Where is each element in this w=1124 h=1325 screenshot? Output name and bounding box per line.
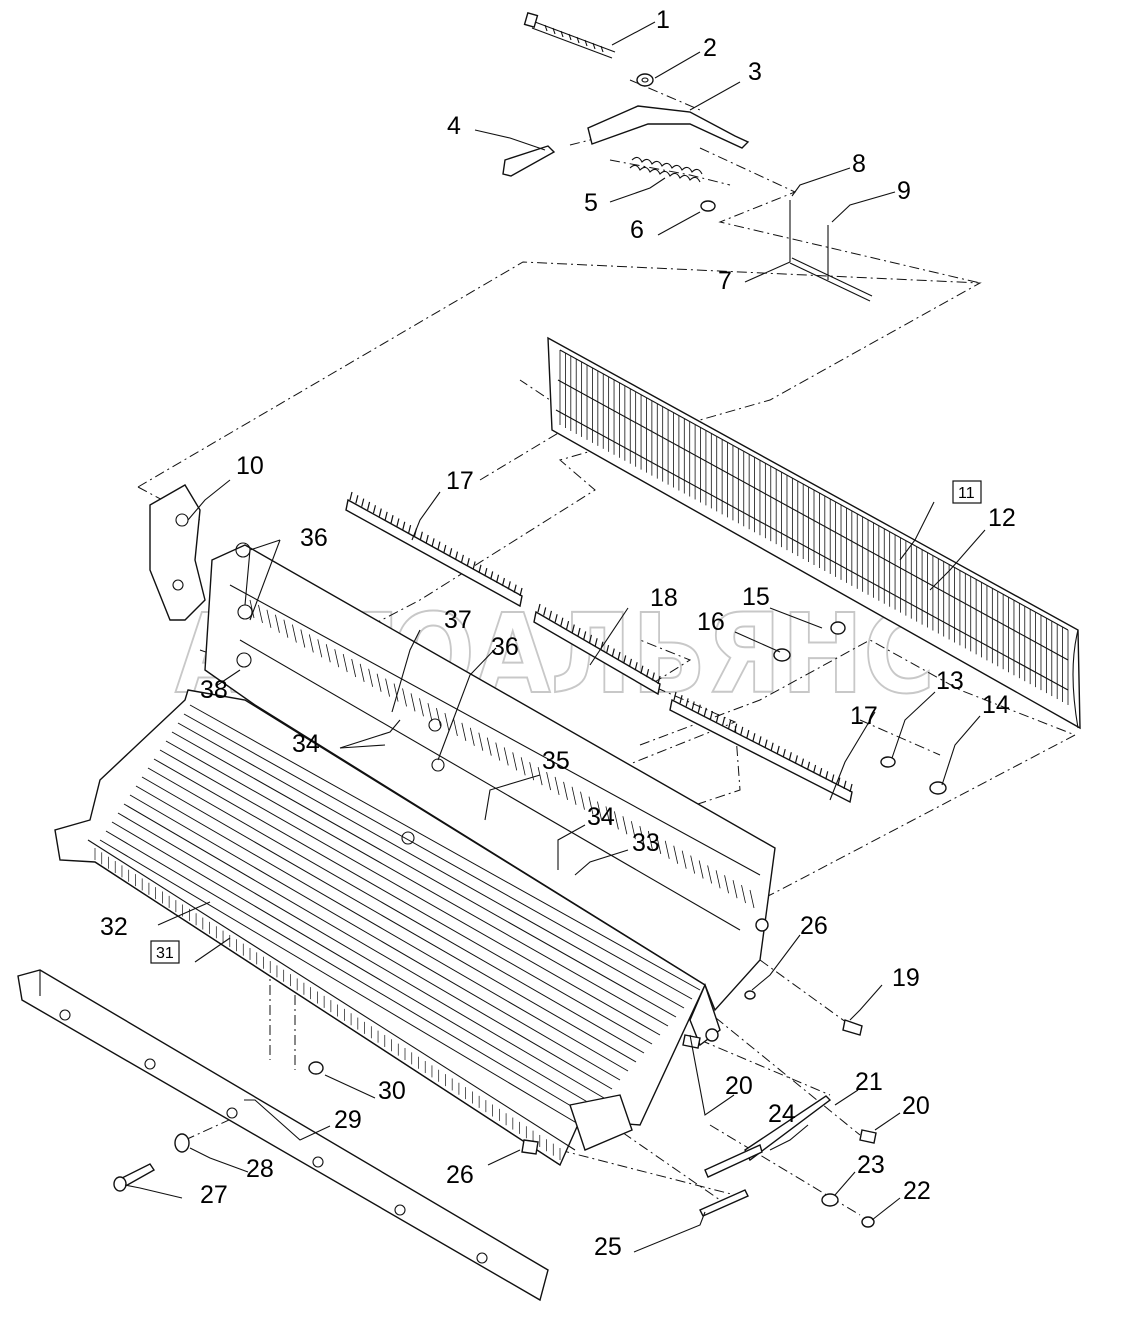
callout-labels: 1 2 3 4 5 6 7 8 9 10 11 12 13 14 15 16 1… [100,6,1016,1261]
leader-lines [124,21,986,1253]
spring [629,156,703,183]
callout-23: 23 [857,1151,885,1179]
callout-25: 25 [594,1233,622,1261]
washer [636,73,654,87]
callout-10: 10 [236,452,264,480]
callout-8: 8 [852,150,866,178]
callout-15: 15 [742,583,770,611]
lever [587,105,750,149]
callout-34a: 34 [292,730,320,758]
upper-sieve [547,336,1081,730]
callout-17a: 17 [446,467,474,495]
callout-26b: 26 [446,1161,474,1189]
callout-17b: 17 [850,702,878,730]
washer [174,1133,190,1153]
handle-grip [502,145,556,177]
callout-36a: 36 [300,524,328,552]
callout-5: 5 [584,189,598,217]
callout-31: 31 [156,945,174,962]
callout-21: 21 [855,1068,883,1096]
callout-6: 6 [630,216,644,244]
callout-12: 12 [988,504,1016,532]
callout-7: 7 [718,267,732,295]
bolt-27 [113,1163,156,1192]
callout-1: 1 [656,6,670,34]
callout-22: 22 [903,1177,931,1205]
callout-38: 38 [200,676,228,704]
bottom-bar [17,969,549,1302]
comb-strip-upper [345,491,523,608]
callout-29: 29 [334,1106,362,1134]
callout-30: 30 [378,1077,406,1105]
lever-assembly [502,11,873,302]
callout-36b: 36 [491,633,519,661]
pin-rod [789,200,873,302]
bolt-rod [523,11,616,59]
callout-20b: 20 [902,1092,930,1120]
callout-31-box: 31 [150,940,180,964]
callout-19: 19 [892,964,920,992]
callout-16: 16 [697,608,725,636]
comb-strip-lower [669,691,853,804]
callout-20a: 20 [725,1072,753,1100]
callout-18: 18 [650,584,678,612]
callout-13: 13 [936,667,964,695]
callout-26a: 26 [800,912,828,940]
callout-32: 32 [100,913,128,941]
hardware-right [521,621,947,1228]
callout-14: 14 [982,691,1010,719]
callout-4: 4 [447,112,461,140]
comb-strip-middle [533,603,661,696]
callout-9: 9 [897,177,911,205]
main-sieve-frame [54,542,776,1167]
callout-35: 35 [542,747,570,775]
side-plate [149,484,206,621]
washer [700,200,716,212]
callout-3: 3 [748,58,762,86]
callout-27: 27 [200,1181,228,1209]
callout-11-box: 11 [952,480,982,504]
callout-33: 33 [632,829,660,857]
callout-24: 24 [768,1100,796,1128]
nut [308,1061,324,1075]
callout-34b: 34 [587,803,615,831]
callout-28: 28 [246,1155,274,1183]
callout-2: 2 [703,34,717,62]
callout-11: 11 [958,485,975,502]
callout-37: 37 [444,606,472,634]
